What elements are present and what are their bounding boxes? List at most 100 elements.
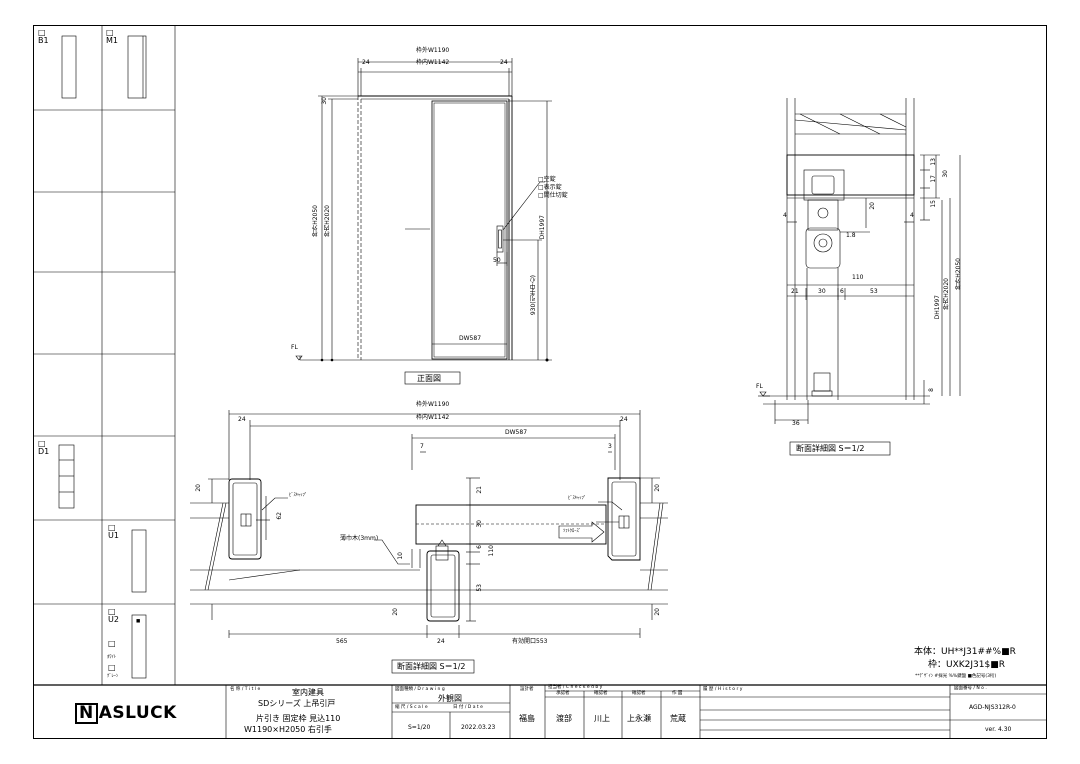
lock-option-2[interactable]: □表示錠 — [538, 184, 562, 191]
plan-dim-24: 24 — [437, 638, 445, 645]
u1-label: U1 — [108, 531, 119, 540]
front-handle-height: 930(引手中心) — [530, 275, 537, 316]
scale-header: 縮 尺 / S c a l e — [395, 705, 428, 710]
sec-fl: FL — [756, 383, 763, 390]
plan-dim-20d: 20 — [654, 608, 661, 616]
plan-dim-565: 565 — [336, 638, 348, 645]
spec-legend: **ﾃﾞｻﾞｲﾝ #採光 %%鍵盤 ■色記号(3桁) — [915, 674, 997, 679]
b1-checkbox[interactable]: □ — [38, 28, 46, 37]
approver-stamp: 渡部 — [556, 714, 572, 723]
u1-checkbox[interactable]: □ — [108, 523, 116, 532]
plan-dim-62: 62 — [276, 512, 283, 520]
b1-label: B1 — [38, 36, 49, 45]
plan-dim-10: 10 — [397, 552, 404, 560]
plan-side-left: 24 — [238, 416, 246, 423]
screw-cap-left: ﾋﾞｽｷｬｯﾌﾟ — [289, 493, 307, 498]
drawing-type: 外観図 — [438, 694, 462, 703]
front-top-30: 30 — [321, 97, 328, 105]
plan-dw: DW587 — [505, 429, 528, 436]
front-side-right: 24 — [500, 59, 508, 66]
plan-dim-20b: 20 — [654, 484, 661, 492]
plan-dim-20c: 20 — [392, 608, 399, 616]
stamp-header-4: 作 図 — [672, 691, 683, 696]
section-caption: 断面詳細図 S＝1/2 — [796, 444, 865, 453]
front-inner-width: 枠内W1142 — [416, 59, 450, 66]
product-series: SDシリーズ 上吊引戸 — [258, 699, 336, 708]
history-header: 履 歴 / H i s t o r y — [703, 687, 743, 692]
sec-dim-17: 17 — [930, 175, 937, 183]
plan-dim-110: 110 — [488, 545, 495, 557]
product-spec: 片引き 固定枠 見込110 — [256, 714, 341, 723]
front-dh: DH1997 — [539, 215, 546, 240]
plan-opening: 有効開口553 — [512, 638, 548, 645]
sec-dim-21: 21 — [791, 288, 799, 295]
sec-dim-4-right: 4 — [910, 212, 914, 219]
sec-dim-53: 53 — [870, 288, 878, 295]
stamp-header-3: 確認者 — [632, 691, 646, 696]
u2-checkbox[interactable]: □ — [108, 607, 116, 616]
sec-dim-4-left: 4 — [783, 212, 787, 219]
plan-side-right: 24 — [620, 416, 628, 423]
sec-dim-13: 13 — [930, 158, 937, 166]
plan-dim-20a: 20 — [195, 484, 202, 492]
front-outer-height: 枠外H2050 — [312, 205, 319, 237]
lock-option-1[interactable]: □空錠 — [538, 176, 556, 183]
product-size: W1190×H2050 右引手 — [244, 725, 332, 734]
designer-header: 設計者 — [520, 687, 534, 692]
name-header: 名 称 / T i t l e — [230, 687, 261, 692]
sec-dim-36: 36 — [792, 420, 800, 427]
plan-caption: 断面詳細図 S＝1/2 — [397, 662, 466, 671]
sec-dim-1-8: 1.8 — [846, 232, 856, 239]
stamp-header-2: 確認者 — [594, 691, 608, 696]
front-inner-height: 枠内H2020 — [324, 205, 331, 237]
drawing-sheet — [33, 25, 1047, 739]
sec-dim-110: 110 — [852, 274, 864, 281]
plan-outer-width: 枠外W1190 — [416, 401, 450, 408]
d1-checkbox[interactable]: □ — [38, 439, 46, 448]
product-category: 室内建具 — [292, 688, 324, 697]
sec-dim-15: 15 — [930, 200, 937, 208]
sec-inner-height: 枠内H2020 — [943, 278, 950, 310]
drafter-stamp: 荒蔵 — [670, 714, 686, 723]
plan-dim-21: 21 — [476, 486, 483, 494]
designer: 福島 — [519, 714, 535, 723]
sec-dim-30b: 30 — [818, 288, 826, 295]
gray-label: ｸﾞﾚｰﾝ — [107, 674, 119, 679]
plan-dim-3: 3 — [608, 443, 612, 450]
sec-dh: DH1997 — [934, 295, 941, 320]
drawing-no-header: 図面番号 / N o . — [954, 686, 987, 691]
plan-dim-30: 30 — [476, 520, 483, 528]
screw-cap-right: ﾋﾞｽｷｬｯﾌﾟ — [568, 496, 586, 501]
checked-header: 担当者 / C h e c k e d b y — [548, 685, 603, 690]
sec-dim-6: 6 — [840, 288, 844, 295]
white-checkbox[interactable]: □ — [108, 639, 116, 648]
spec-frame: 枠：UXK2J31$■R — [928, 660, 1005, 670]
front-view-caption: 正面図 — [417, 374, 441, 383]
scale-value: S=1/20 — [408, 724, 431, 731]
checker-stamp-1: 川上 — [594, 714, 610, 723]
lock-option-3[interactable]: □間仕切錠 — [538, 192, 568, 199]
front-dw: DW587 — [459, 335, 482, 342]
front-dim-50: 50 — [493, 257, 501, 264]
soft-close-label: ｿﾌﾄｸﾛｰｽﾞ — [563, 529, 581, 534]
plan-dim-6: 6 — [476, 545, 483, 549]
date-value: 2022.03.23 — [461, 724, 496, 731]
front-fl: FL — [291, 344, 298, 351]
m1-checkbox[interactable]: □ — [106, 28, 114, 37]
checker-stamp-2: 上永瀬 — [627, 714, 651, 723]
m1-label: M1 — [106, 36, 118, 45]
plan-dim-53: 53 — [476, 584, 483, 592]
u2-mark: ■ — [136, 619, 141, 624]
gray-checkbox[interactable]: □ — [108, 663, 116, 672]
d1-label: D1 — [38, 447, 50, 456]
plan-inner-width: 枠内W1142 — [416, 414, 450, 421]
drawing-number: AGD-NJS312R-0 — [969, 704, 1016, 711]
front-outer-width: 枠外W1190 — [416, 47, 450, 54]
spec-body: 本体：UH**J31##%■R — [914, 647, 1016, 657]
sec-outer-height: 枠外H2050 — [955, 258, 962, 290]
trim-label: 薄巾木(3mm) — [340, 535, 379, 542]
front-side-left: 24 — [362, 59, 370, 66]
sec-dim-30: 30 — [942, 170, 949, 178]
